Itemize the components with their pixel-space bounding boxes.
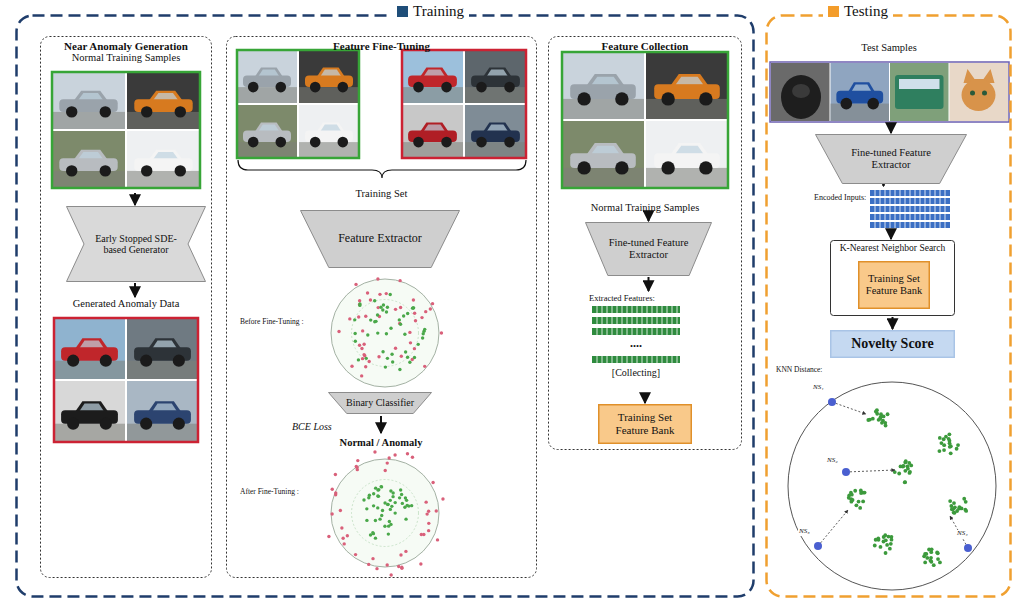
caption-slot: Before Fine-Tuning : xyxy=(240,318,303,327)
node-text: K-Nearest Neighbor Search xyxy=(830,243,955,254)
node-text: After Fine-Tuning : xyxy=(240,488,299,497)
heading-slot: Feature Fine-Tuning xyxy=(226,40,537,53)
node-text: Training Set Feature Bank xyxy=(858,271,930,299)
caption-slot: Normal Training Samples xyxy=(556,202,734,214)
classifier-arrow xyxy=(380,416,382,433)
stage-region: Test SamplesFine-tuned Feature Extractor… xyxy=(765,14,1012,598)
encoded-vectors xyxy=(870,190,950,228)
caption-slot: Normal Training Samples xyxy=(48,52,204,64)
step-panel: Normal Training SamplesEarly Stopped SDE… xyxy=(40,36,212,578)
brace xyxy=(238,160,526,178)
knn-plot xyxy=(788,382,996,590)
step-panel: Training SetFeature ExtractorBefore Fine… xyxy=(226,36,537,578)
node-text: Fine-tuned Feature Extractor xyxy=(585,235,712,263)
node-text: KNN Distance: xyxy=(776,366,822,375)
feature-vectors xyxy=(592,306,680,363)
caption-slot: KNN Distance: xyxy=(776,366,822,375)
caption-slot: Extracted Features: xyxy=(589,294,655,304)
test-images xyxy=(770,62,1009,122)
stage-region: Normal Training SamplesEarly Stopped SDE… xyxy=(15,14,755,598)
node-text: Feature Collection xyxy=(548,40,742,53)
node-text: Test Samples xyxy=(768,42,1010,54)
title-slot: Training xyxy=(392,3,469,20)
figure-label: [Collecting] xyxy=(612,367,660,378)
flow-arrow xyxy=(890,232,892,239)
node-text: Training Set xyxy=(234,188,529,200)
title-icon xyxy=(828,6,839,17)
flow-arrow xyxy=(890,127,892,133)
figure-group: Before Fine-Tuning : xyxy=(236,274,450,390)
figure-label: BCE Loss xyxy=(292,421,332,432)
caption-slot: Encoded Inputs: xyxy=(814,193,866,202)
flow-arrow xyxy=(648,277,650,291)
figure-label: NS₁ xyxy=(812,384,825,392)
node-text: Binary Classifier xyxy=(334,395,426,411)
node-text: Training Set Feature Bank xyxy=(598,409,692,438)
flow-arrow xyxy=(134,193,136,205)
flow-arrow xyxy=(134,283,136,297)
node-text: Generated Anomaly Data xyxy=(48,298,204,310)
result-box: Novelty Score xyxy=(830,330,955,358)
title-icon xyxy=(397,6,408,17)
figure-label: NS₄ xyxy=(956,530,969,538)
flow-arrow xyxy=(892,317,894,329)
heading-slot: Feature Collection xyxy=(548,40,742,53)
extractor-trapezoid: Fine-tuned Feature Extractor xyxy=(815,134,967,184)
image-group: Generated Anomaly Data xyxy=(48,298,204,448)
node-text: Fine-tuned Feature Extractor xyxy=(815,145,967,173)
title-slot: Testing xyxy=(823,3,893,20)
search-box: Training Set Feature Bank K-Nearest Neigh… xyxy=(830,240,955,316)
step-panel: Normal Training SamplesFine-tuned Featur… xyxy=(548,36,742,450)
heading-slot: K-Nearest Neighbor Search xyxy=(830,243,955,254)
node-text: Novelty Score xyxy=(846,334,939,354)
node-outline xyxy=(226,36,537,578)
extractor-trapezoid: Feature Extractor xyxy=(300,210,460,268)
figure-label: NS₂ xyxy=(826,457,839,465)
heading-slot: Near Anomaly Generation xyxy=(40,40,212,53)
node-text: Before Fine-Tuning : xyxy=(240,318,303,327)
car-image-grid xyxy=(54,318,198,442)
node-text: Testing xyxy=(844,3,888,20)
image-group: Test Samples xyxy=(768,42,1010,126)
node-text: Early Stopped SDE-based Generator xyxy=(66,231,206,258)
image-group: Normal Training Samples xyxy=(556,46,734,214)
image-group: Normal Training Samples xyxy=(48,52,204,192)
extractor-trapezoid: Binary Classifier xyxy=(328,392,432,414)
car-image-grid xyxy=(562,52,728,188)
figure-group: KNN Distance: xyxy=(772,364,1010,594)
extractor-trapezoid: Fine-tuned Feature Extractor xyxy=(585,222,712,276)
node-text: Feature Extractor xyxy=(319,230,441,248)
result-box: Training Set Feature Bank xyxy=(598,404,692,444)
caption-slot: After Fine-Tuning : xyxy=(240,488,299,497)
figure-label: .... xyxy=(630,337,642,350)
result-box: Training Set Feature Bank xyxy=(858,261,930,309)
generator-shape: Early Stopped SDE-based Generator xyxy=(66,206,206,282)
figure-group: After Fine-Tuning : xyxy=(236,456,450,572)
node-text: Normal Training Samples xyxy=(556,202,734,214)
scatter-before xyxy=(331,277,443,387)
flow-arrow xyxy=(883,185,885,186)
node-text: Training xyxy=(413,3,464,20)
node-text: Extracted Features: xyxy=(589,294,655,304)
figure-group: Encoded Inputs: xyxy=(812,187,952,231)
caption-slot: Generated Anomaly Data xyxy=(48,298,204,310)
figure-label: NS₃ xyxy=(798,528,811,536)
node-text: Normal Training Samples xyxy=(48,52,204,64)
scatter-after xyxy=(327,450,444,576)
caption-slot: Training Set xyxy=(234,188,529,200)
car-image-grid xyxy=(402,50,526,158)
node-text: Feature Fine-Tuning xyxy=(226,40,537,53)
caption-slot: Test Samples xyxy=(768,42,1010,54)
node-text: Near Anomaly Generation xyxy=(40,40,212,53)
flow-arrow xyxy=(648,215,650,221)
node-text: Encoded Inputs: xyxy=(814,193,866,202)
car-image-grid xyxy=(52,72,200,188)
figure-label: Normal / Anomaly xyxy=(340,437,423,449)
car-image-grid xyxy=(237,50,359,158)
image-group: Training Set xyxy=(234,46,529,200)
flow-arrow xyxy=(644,393,646,403)
